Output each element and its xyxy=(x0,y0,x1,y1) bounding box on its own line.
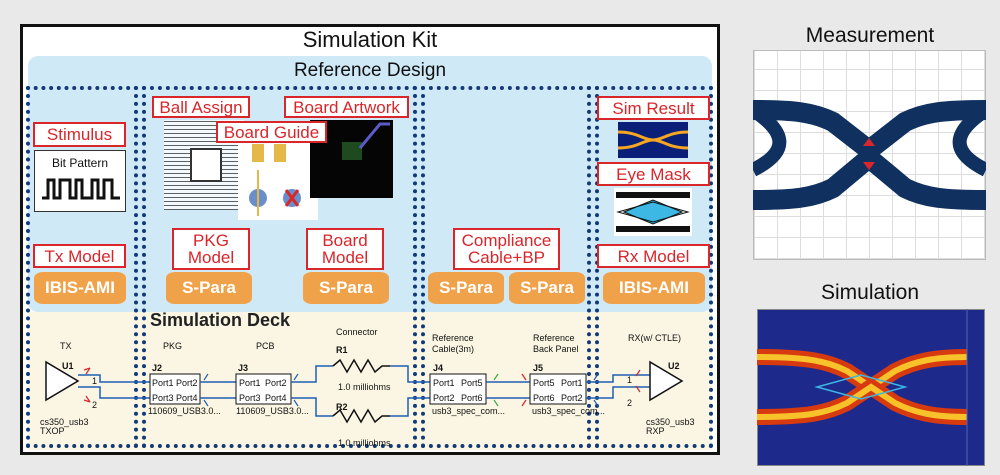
stimulus-label: Stimulus xyxy=(33,122,126,147)
bit-pattern-label: Bit Pattern xyxy=(52,156,109,170)
spara-cable-cylinder: S-Para xyxy=(428,272,504,304)
board-artwork-trace-icon xyxy=(342,122,390,160)
board-guide-diagram-icon xyxy=(249,144,301,216)
j2-sub: 110609_USB3.0... xyxy=(148,406,221,416)
j3-port3: Port3 xyxy=(239,393,261,403)
u1-sub1: cs350_usb3 xyxy=(40,417,89,427)
u2-sub1: cs350_usb3 xyxy=(646,417,695,427)
eye-mask-label: Eye Mask xyxy=(597,162,710,186)
j5-sub: usb3_spec_com... xyxy=(532,406,606,416)
eye-mask-diagram-icon xyxy=(616,192,690,232)
j2-text: J2 xyxy=(152,363,163,373)
tx-pin1: 1 xyxy=(92,376,98,386)
j5-port6: Port6 xyxy=(533,393,555,403)
sim-result-eye-icon xyxy=(618,130,688,150)
j3-port4: Port4 xyxy=(265,393,287,403)
ball-assign-core xyxy=(190,148,222,182)
u2-sub2: RXP xyxy=(646,426,665,436)
u1-text: U1 xyxy=(62,361,74,371)
spara-bp-cylinder: S-Para xyxy=(509,272,585,304)
j4-port6: Port6 xyxy=(461,393,483,403)
tx-model-label: Tx Model xyxy=(33,244,126,268)
rx-model-label: Rx Model xyxy=(597,244,710,268)
group-compliance xyxy=(421,86,591,448)
r1-text: R1 xyxy=(336,345,348,355)
ibis-ami-rx-cylinder: IBIS-AMI xyxy=(603,272,705,304)
j2-port2: Port2 xyxy=(176,378,198,388)
ref-cable-line1: Reference xyxy=(432,333,474,343)
j2-port4: Port4 xyxy=(176,393,198,403)
r1-value: 1.0 milliohms xyxy=(338,382,391,392)
u2-text: U2 xyxy=(668,361,680,371)
simulation-eye-diagram-icon xyxy=(757,309,968,466)
ref-cable-line2: Cable(3m) xyxy=(432,344,475,354)
spara-board-cylinder: S-Para xyxy=(303,272,389,304)
spara-pkg-cylinder: S-Para xyxy=(166,272,252,304)
j4-port1: Port1 xyxy=(433,378,455,388)
j4-port5: Port5 xyxy=(461,378,483,388)
schematic-wires xyxy=(45,358,684,424)
board-guide-label: Board Guide xyxy=(216,121,327,143)
simulation-title: Simulation xyxy=(820,281,920,304)
j3-port1: Port1 xyxy=(239,378,261,388)
j3-text: J3 xyxy=(238,363,249,373)
pcb-text: PCB xyxy=(256,341,275,351)
j5-port5: Port5 xyxy=(533,378,555,388)
r2-value: 1.0 milliohms xyxy=(338,438,391,448)
group-pkg-board xyxy=(142,86,417,448)
j2-port3: Port3 xyxy=(152,393,174,403)
j4-text: J4 xyxy=(433,363,444,373)
bit-pattern-waveform-icon xyxy=(42,178,120,200)
j4-sub: usb3_spec_com... xyxy=(432,406,506,416)
rx-pin1: 1 xyxy=(627,375,633,385)
board-model-label: Board Model xyxy=(306,228,384,270)
kit-title: Simulation Kit xyxy=(302,27,438,52)
connector-text: Connector xyxy=(336,327,378,337)
rx-text: RX(w/ CTLE) xyxy=(628,333,682,343)
j3-sub: 110609_USB3.0... xyxy=(236,406,309,416)
group-tx xyxy=(26,86,138,448)
ibis-ami-tx-cylinder: IBIS-AMI xyxy=(34,272,126,304)
rx-pin2: 2 xyxy=(627,398,633,408)
r2-text: R2 xyxy=(336,402,348,412)
sim-result-label: Sim Result xyxy=(597,96,710,120)
ref-bp-line2: Back Panel xyxy=(533,344,579,354)
u1-sub2: TXOP xyxy=(40,426,65,436)
ball-assign-label: Ball Assign xyxy=(152,96,250,118)
j5-port1: Port1 xyxy=(561,378,583,388)
simulation-deck-title: Simulation Deck xyxy=(150,310,291,330)
j2-port1: Port1 xyxy=(152,378,174,388)
j5-text: J5 xyxy=(533,363,544,373)
measurement-title: Measurement xyxy=(805,24,935,47)
measurement-eye-diagram-icon xyxy=(753,100,986,210)
tx-pin2: 2 xyxy=(92,400,98,410)
reference-design-title: Reference Design xyxy=(293,60,447,81)
compliance-label: Compliance Cable+BP xyxy=(453,228,560,270)
j3-port2: Port2 xyxy=(265,378,287,388)
board-artwork-label: Board Artwork xyxy=(284,96,409,118)
tx-text: TX xyxy=(60,341,72,351)
pkg-text: PKG xyxy=(163,341,183,351)
j4-port2: Port2 xyxy=(433,393,455,403)
ref-bp-line1: Reference xyxy=(533,333,575,343)
j5-port2: Port2 xyxy=(561,393,583,403)
pkg-model-label: PKG Model xyxy=(172,228,250,270)
